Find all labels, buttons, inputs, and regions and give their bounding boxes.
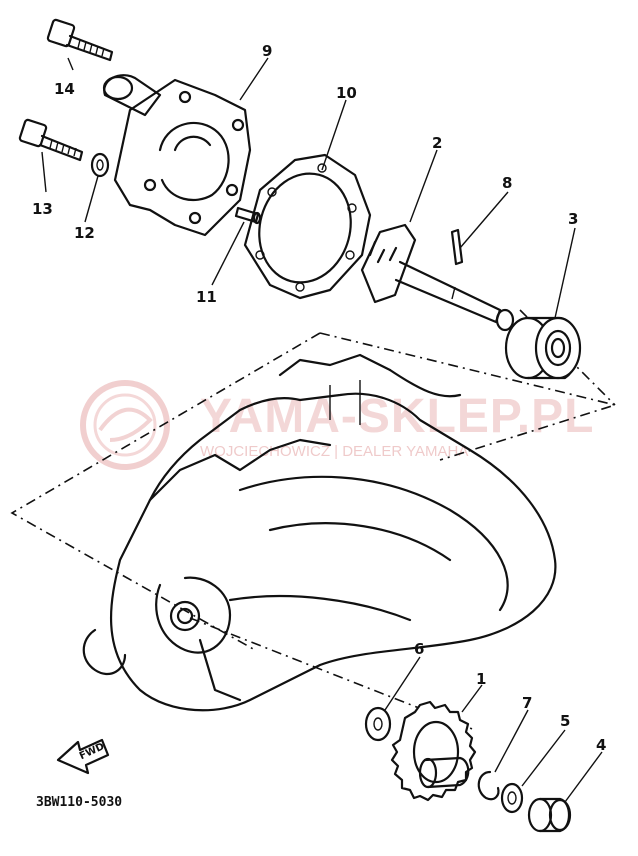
watermark-subtitle: WOJCIECHOWICZ | DEALER YAMAHA [200,443,468,460]
bearing-3 [504,316,582,380]
callout-10: 10 [336,84,357,102]
shaft-axis-line [189,617,476,731]
circlip-7 [477,770,500,801]
bolt-13 [18,118,84,162]
callout-4: 4 [596,736,606,754]
callout-3: 3 [568,210,578,228]
washer-5 [500,782,524,814]
gasket-10 [243,153,372,300]
watermark-title: YAMA-SKLEP.PL [200,390,594,443]
pin-8 [450,228,464,266]
fwd-arrow-icon: FWD [56,738,110,775]
leader-lines [41,57,603,803]
diagram-code: 3BW110-5030 [36,795,122,810]
callout-14: 14 [54,80,75,98]
callout-8: 8 [502,174,512,192]
bolt-14 [46,18,114,62]
callout-9: 9 [262,42,272,60]
washer-6 [364,706,392,742]
callout-2: 2 [432,134,442,152]
impeller-shaft-2 [360,223,515,332]
callout-6: 6 [414,640,424,658]
drive-gear-1 [390,700,477,802]
pump-housing-9 [102,74,252,237]
washer-12 [90,152,110,178]
alignment-plane [10,332,618,651]
callout-13: 13 [32,200,53,218]
crankcase-outline [82,353,557,712]
callout-11: 11 [196,288,217,306]
watermark-logo [80,380,170,470]
callout-7: 7 [522,694,532,712]
callout-5: 5 [560,712,570,730]
collar-4 [527,797,572,833]
dowel-pin-11 [234,206,262,225]
callout-12: 12 [74,224,95,242]
callout-1: 1 [476,670,486,688]
